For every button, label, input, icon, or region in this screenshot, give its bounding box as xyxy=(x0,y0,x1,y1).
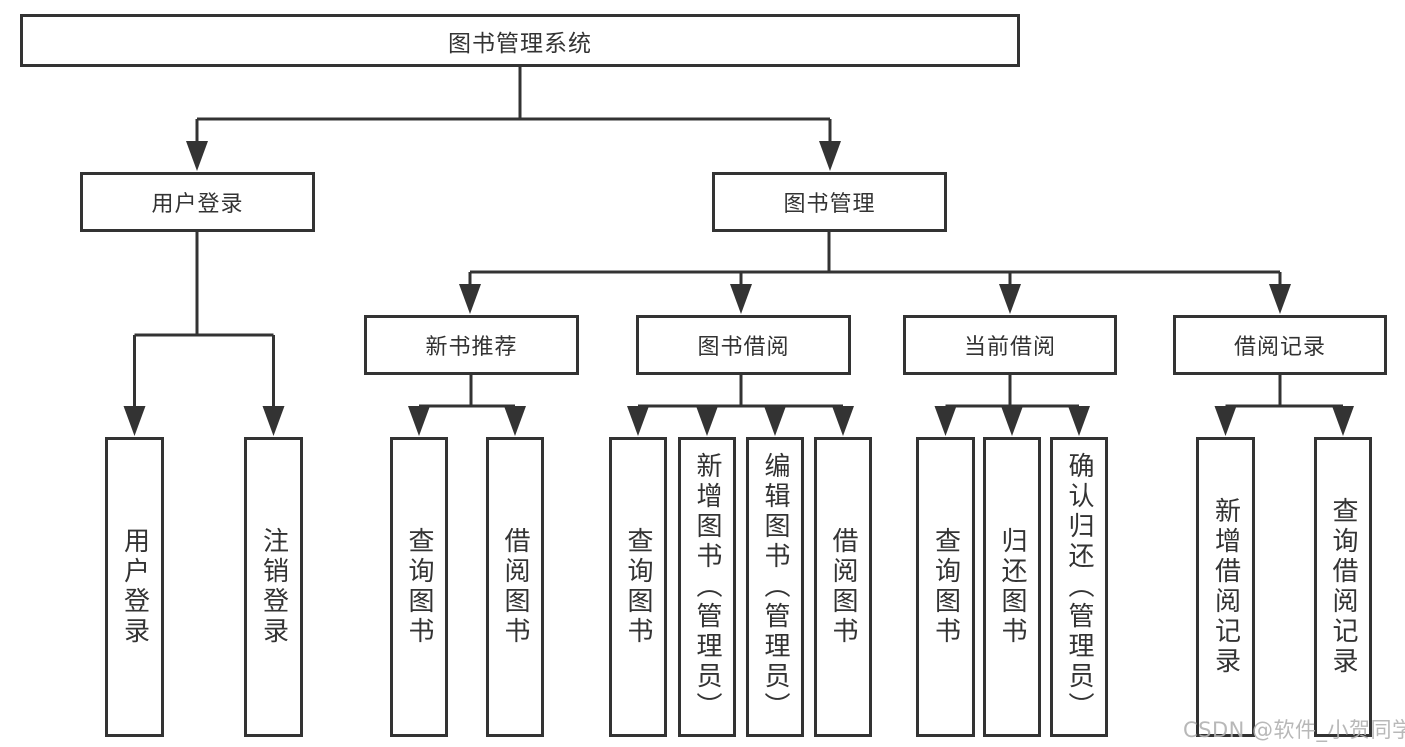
arrowhead xyxy=(764,406,786,436)
watermark-text: CSDN @软件_小贺同学 xyxy=(1183,718,1405,742)
arrowhead xyxy=(999,284,1021,314)
leaf-borrow-books-1: 借阅图书 xyxy=(486,437,544,737)
connector-borrow-records-children xyxy=(1224,375,1345,414)
arrowhead xyxy=(262,406,285,436)
leaf-add-borrow-record: 新增借阅记录 xyxy=(1196,437,1255,737)
arrowhead xyxy=(730,284,752,314)
leaf-add-books-admin-label: 新增图书（管理员） xyxy=(692,452,722,722)
leaf-return-books: 归还图书 xyxy=(983,437,1041,737)
leaf-query-books-1-label: 查询图书 xyxy=(404,527,434,647)
node-book-management-label: 图书管理 xyxy=(783,192,876,217)
node-new-book-recommend-label: 新书推荐 xyxy=(425,335,518,360)
leaf-borrow-books-1-label: 借阅图书 xyxy=(500,527,530,647)
arrowhead xyxy=(504,406,526,436)
leaf-query-borrow-record-label: 查询借阅记录 xyxy=(1328,497,1358,677)
arrowhead xyxy=(459,284,481,314)
arrowhead xyxy=(819,141,841,171)
leaf-logout-label: 注销登录 xyxy=(258,527,289,647)
node-user-login-label: 用户登录 xyxy=(151,192,244,217)
leaf-query-books-1: 查询图书 xyxy=(390,437,448,737)
node-new-book-recommend: 新书推荐 xyxy=(364,315,579,375)
leaf-edit-books-admin-label: 编辑图书（管理员） xyxy=(760,452,790,722)
node-borrow-records: 借阅记录 xyxy=(1173,315,1387,375)
node-current-borrow-label: 当前借阅 xyxy=(963,335,1056,360)
node-current-borrow: 当前借阅 xyxy=(903,315,1117,375)
arrowhead xyxy=(186,141,208,171)
leaf-confirm-return-admin: 确认归还（管理员） xyxy=(1050,437,1108,737)
node-book-borrow-label: 图书借阅 xyxy=(697,335,790,360)
connector-book-mgmt-children xyxy=(468,232,1282,292)
leaf-query-books-3: 查询图书 xyxy=(916,437,975,737)
arrowhead xyxy=(1001,406,1023,436)
arrowhead xyxy=(123,406,146,436)
connector-lines xyxy=(133,67,1345,414)
leaf-borrow-books-2-label: 借阅图书 xyxy=(828,527,858,647)
leaf-add-books-admin: 新增图书（管理员） xyxy=(678,437,736,737)
leaf-query-books-2-label: 查询图书 xyxy=(623,527,653,647)
arrowhead xyxy=(408,406,430,436)
leaf-confirm-return-admin-label: 确认归还（管理员） xyxy=(1064,452,1094,722)
arrowhead xyxy=(627,406,649,436)
connector-user-login-children xyxy=(133,232,275,414)
arrowhead xyxy=(1269,284,1291,314)
node-book-management: 图书管理 xyxy=(712,172,947,232)
node-user-login: 用户登录 xyxy=(80,172,315,232)
node-root-label: 图书管理系统 xyxy=(448,30,592,57)
arrowhead xyxy=(934,406,957,436)
connector-arrowheads xyxy=(123,141,1354,436)
arrowhead xyxy=(832,406,854,436)
node-borrow-records-label: 借阅记录 xyxy=(1233,335,1326,360)
leaf-user-login-label: 用户登录 xyxy=(119,527,150,647)
leaf-borrow-books-2: 借阅图书 xyxy=(814,437,872,737)
leaf-query-books-3-label: 查询图书 xyxy=(930,527,961,647)
leaf-user-login: 用户登录 xyxy=(105,437,164,737)
arrowhead xyxy=(1214,406,1237,436)
node-root: 图书管理系统 xyxy=(20,14,1020,67)
node-book-borrow: 图书借阅 xyxy=(636,315,851,375)
arrowhead xyxy=(1332,406,1354,436)
arrowhead xyxy=(696,406,718,436)
leaf-logout: 注销登录 xyxy=(244,437,303,737)
arrowhead xyxy=(1068,406,1090,436)
connector-new-book-rec-children xyxy=(417,375,517,414)
leaf-query-books-2: 查询图书 xyxy=(609,437,667,737)
leaf-add-borrow-record-label: 新增借阅记录 xyxy=(1210,497,1241,677)
leaf-return-books-label: 归还图书 xyxy=(997,527,1027,647)
connector-root-to-level2 xyxy=(195,67,832,148)
connector-book-borrow-children xyxy=(636,375,845,414)
leaf-query-borrow-record: 查询借阅记录 xyxy=(1314,437,1372,737)
leaf-edit-books-admin: 编辑图书（管理员） xyxy=(746,437,804,737)
